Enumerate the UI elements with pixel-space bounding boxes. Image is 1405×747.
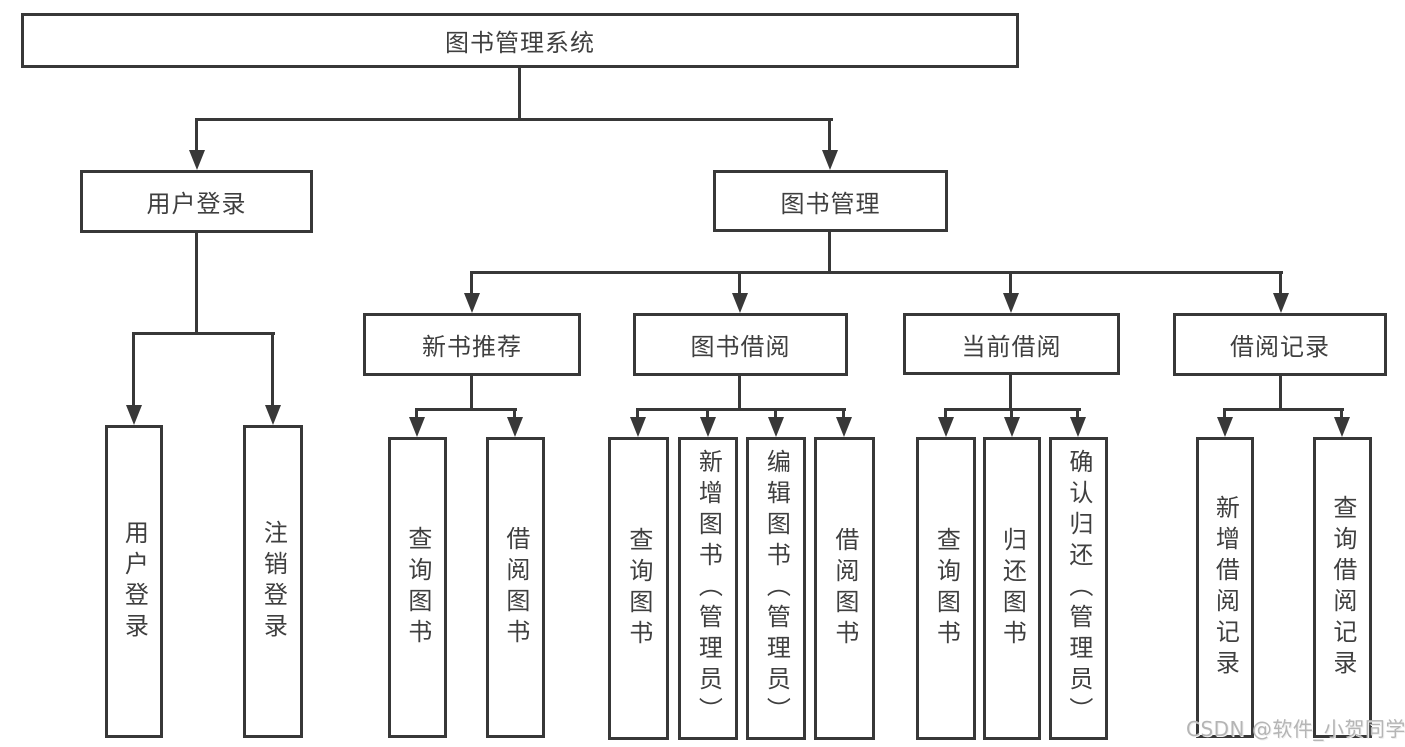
connector-vline xyxy=(706,408,709,419)
arrow-down-icon xyxy=(630,417,646,437)
leaf-query-books-borrow: 查询图书 xyxy=(608,437,669,740)
leaf-label: 借阅图书 xyxy=(501,525,530,650)
connector-vline xyxy=(1279,376,1282,411)
leaf-confirm-return-admin: 确认归还（管理员） xyxy=(1049,437,1108,740)
leaf-add-borrow-record: 新增借阅记录 xyxy=(1196,437,1254,738)
connector-hline xyxy=(195,118,833,121)
node-borrowing-records: 借阅记录 xyxy=(1173,313,1387,376)
leaf-label: 编辑图书（管理员） xyxy=(762,449,791,728)
leaf-label: 查询借阅记录 xyxy=(1328,494,1357,681)
arrow-down-icon xyxy=(189,150,205,170)
connector-vline xyxy=(470,376,473,411)
node-book-borrowing: 图书借阅 xyxy=(633,313,848,376)
leaf-label: 新增借阅记录 xyxy=(1211,494,1240,681)
node-user-login: 用户登录 xyxy=(80,170,313,233)
connector-vline xyxy=(513,408,516,419)
connector-vline xyxy=(1009,271,1012,295)
arrow-down-icon xyxy=(1273,293,1289,313)
connector-vline xyxy=(738,271,741,295)
leaf-label: 确认归还（管理员） xyxy=(1064,449,1093,728)
leaf-query-borrow-record: 查询借阅记录 xyxy=(1313,437,1372,738)
watermark-text: CSDN @软件_小贺同学 xyxy=(1186,717,1405,741)
leaf-edit-books-admin: 编辑图书（管理员） xyxy=(746,437,806,740)
connector-vline xyxy=(1340,408,1343,419)
node-book-management: 图书管理 xyxy=(713,170,948,232)
node-label: 借阅记录 xyxy=(1230,333,1330,361)
connector-vline xyxy=(738,376,741,411)
leaf-label: 归还图书 xyxy=(998,526,1027,651)
arrow-down-icon xyxy=(1004,417,1020,437)
connector-vline xyxy=(828,232,831,274)
connector-hline xyxy=(470,271,1283,274)
leaf-borrow-books: 借阅图书 xyxy=(814,437,875,740)
connector-vline xyxy=(470,271,473,295)
leaf-query-books-recommend: 查询图书 xyxy=(388,437,447,738)
connector-vline xyxy=(1223,408,1226,419)
connector-hline xyxy=(1223,408,1344,411)
connector-vline xyxy=(842,408,845,419)
arrow-down-icon xyxy=(464,293,480,313)
leaf-label: 查询图书 xyxy=(624,526,653,651)
arrow-down-icon xyxy=(1003,293,1019,313)
arrow-down-icon xyxy=(1334,417,1350,437)
arrow-down-icon xyxy=(836,417,852,437)
leaf-label: 注销登录 xyxy=(259,519,288,644)
connector-vline xyxy=(944,408,947,419)
leaf-label: 借阅图书 xyxy=(830,526,859,651)
arrow-down-icon xyxy=(507,417,523,437)
connector-vline xyxy=(1279,271,1282,295)
connector-vline xyxy=(195,233,198,335)
leaf-borrow-books-recommend: 借阅图书 xyxy=(486,437,545,738)
leaf-query-books-current: 查询图书 xyxy=(916,437,976,740)
node-label: 图书管理 xyxy=(780,189,881,218)
arrow-down-icon xyxy=(822,150,838,170)
connector-vline xyxy=(518,68,521,118)
node-new-book-recommendation: 新书推荐 xyxy=(363,313,581,376)
leaf-label: 查询图书 xyxy=(403,525,432,650)
connector-hline xyxy=(132,332,275,335)
node-library-system: 图书管理系统 xyxy=(21,13,1019,68)
connector-vline xyxy=(1076,408,1079,419)
connector-hline xyxy=(636,408,846,411)
leaf-return-books: 归还图书 xyxy=(983,437,1041,740)
arrow-down-icon xyxy=(700,417,716,437)
arrow-down-icon xyxy=(265,405,281,425)
connector-vline xyxy=(828,118,831,152)
node-label: 当前借阅 xyxy=(961,332,1062,361)
leaf-label: 查询图书 xyxy=(932,526,961,651)
leaf-add-books-admin: 新增图书（管理员） xyxy=(678,437,738,740)
node-label: 新书推荐 xyxy=(422,333,522,361)
connector-vline xyxy=(132,332,135,407)
node-label: 图书借阅 xyxy=(690,333,791,361)
arrow-down-icon xyxy=(409,417,425,437)
connector-hline xyxy=(415,408,517,411)
connector-vline xyxy=(195,118,198,152)
arrow-down-icon xyxy=(732,293,748,313)
connector-vline xyxy=(1009,375,1012,411)
connector-vline xyxy=(1010,408,1013,419)
node-label: 用户登录 xyxy=(146,190,247,218)
leaf-label: 新增图书（管理员） xyxy=(694,449,723,728)
connector-vline xyxy=(636,408,639,419)
connector-vline xyxy=(774,408,777,419)
arrow-down-icon xyxy=(126,405,142,425)
leaf-label: 用户登录 xyxy=(120,519,149,644)
node-current-borrowing: 当前借阅 xyxy=(903,313,1120,375)
arrow-down-icon xyxy=(1217,417,1233,437)
connector-vline xyxy=(415,408,418,419)
leaf-user-login: 用户登录 xyxy=(105,425,163,738)
arrow-down-icon xyxy=(938,417,954,437)
node-label: 图书管理系统 xyxy=(445,29,595,57)
arrow-down-icon xyxy=(768,417,784,437)
arrow-down-icon xyxy=(1070,417,1086,437)
connector-vline xyxy=(271,332,274,407)
leaf-logout: 注销登录 xyxy=(243,425,303,738)
